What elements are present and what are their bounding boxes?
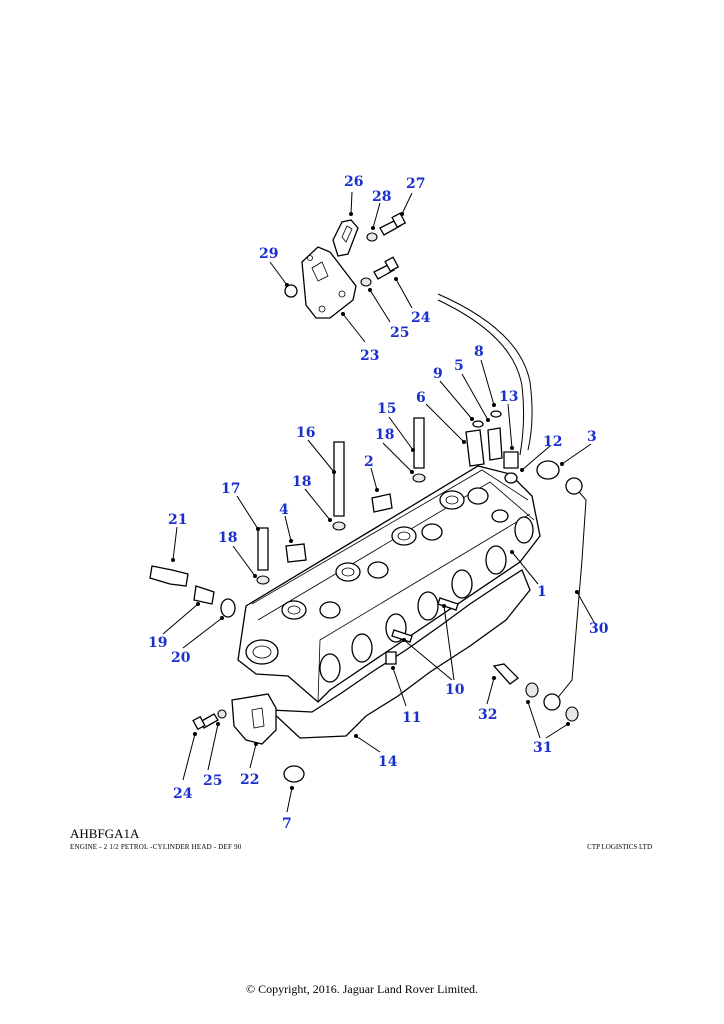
callout-7: 7 bbox=[282, 816, 292, 832]
washer-18-a bbox=[412, 473, 426, 483]
callout-28: 28 bbox=[372, 189, 391, 205]
callout-19: 19 bbox=[148, 635, 167, 651]
sensor-assembly bbox=[149, 565, 236, 618]
callout-17: 17 bbox=[221, 481, 240, 497]
washer-25-upper bbox=[360, 277, 372, 287]
bolt-15 bbox=[413, 417, 425, 469]
sender-6 bbox=[465, 429, 485, 467]
nut-29 bbox=[284, 284, 298, 298]
bolt-17 bbox=[257, 527, 269, 571]
callout-27: 27 bbox=[406, 176, 425, 192]
washer-28 bbox=[366, 232, 378, 242]
copyright-notice: © Copyright, 2016. Jaguar Land Rover Lim… bbox=[245, 982, 479, 996]
lifting-bracket-assembly bbox=[284, 212, 407, 319]
o-ring-9 bbox=[472, 420, 484, 428]
o-ring-8 bbox=[490, 410, 502, 418]
cylinder-head-1 bbox=[237, 465, 541, 703]
callout-18-a: 18 bbox=[375, 427, 394, 443]
callout-labels: 26 28 27 29 24 25 23 8 5 9 6 13 15 16 18… bbox=[148, 174, 609, 832]
bracket-23 bbox=[301, 246, 357, 319]
callout-9: 9 bbox=[433, 366, 443, 382]
callout-3: 3 bbox=[587, 429, 597, 445]
stud-10-a bbox=[437, 597, 459, 611]
stud-10-b bbox=[391, 629, 413, 643]
washer-18-b bbox=[332, 521, 346, 531]
callout-14: 14 bbox=[378, 754, 398, 770]
callout-21: 21 bbox=[168, 512, 187, 528]
washer-20 bbox=[220, 598, 236, 618]
callout-32: 32 bbox=[478, 707, 497, 723]
callout-18-b: 18 bbox=[292, 474, 311, 490]
callout-26: 26 bbox=[344, 174, 363, 190]
callout-31: 31 bbox=[533, 740, 552, 756]
callout-11: 11 bbox=[402, 710, 421, 726]
callout-24-lower: 24 bbox=[173, 786, 193, 802]
washer-25-lower bbox=[217, 709, 227, 719]
washer-31-a bbox=[525, 682, 539, 698]
callout-13: 13 bbox=[499, 389, 518, 405]
callout-30: 30 bbox=[589, 621, 609, 637]
plug-7 bbox=[283, 765, 305, 783]
washer-12 bbox=[504, 472, 518, 484]
diagram-caption: ENGINE - 2 1/2 PETROL -CYLINDER HEAD - D… bbox=[70, 843, 242, 851]
callout-23: 23 bbox=[360, 348, 379, 364]
callout-24-upper: 24 bbox=[411, 310, 431, 326]
valve-ports bbox=[281, 487, 509, 620]
callout-18-c: 18 bbox=[218, 530, 237, 546]
callout-2: 2 bbox=[364, 454, 374, 470]
bracket-22-assembly bbox=[192, 693, 277, 745]
callout-29: 29 bbox=[259, 246, 278, 262]
bracket-22 bbox=[231, 693, 277, 745]
callout-4: 4 bbox=[279, 502, 289, 518]
leader-lines bbox=[162, 191, 596, 813]
adaptor-19 bbox=[193, 585, 215, 605]
dowel-11 bbox=[385, 651, 397, 665]
bracket-26 bbox=[332, 219, 359, 257]
plug-13 bbox=[503, 451, 519, 469]
callout-25-upper: 25 bbox=[390, 325, 409, 341]
side-ports bbox=[245, 516, 534, 683]
plug-4 bbox=[285, 543, 307, 563]
washer-18-c bbox=[256, 575, 270, 585]
gasket-14 bbox=[268, 569, 531, 739]
callout-20: 20 bbox=[171, 650, 191, 666]
company-name: CTP LOGISTICS LTD bbox=[587, 843, 652, 851]
diagram-reference-code: AHBFGA1A bbox=[70, 826, 140, 841]
callout-25-lower: 25 bbox=[203, 773, 222, 789]
harness-line bbox=[437, 293, 533, 451]
small-parts bbox=[256, 410, 587, 783]
sender-5 bbox=[487, 427, 503, 461]
callout-12: 12 bbox=[543, 434, 562, 450]
callout-16: 16 bbox=[296, 425, 315, 441]
callout-8: 8 bbox=[474, 344, 484, 360]
bolt-32 bbox=[492, 663, 519, 685]
callout-5: 5 bbox=[454, 358, 464, 374]
cap-3 bbox=[536, 460, 560, 480]
plug-2 bbox=[371, 493, 393, 513]
bolt-16 bbox=[333, 441, 345, 517]
callout-15: 15 bbox=[377, 401, 396, 417]
callout-10: 10 bbox=[445, 682, 465, 698]
callout-1: 1 bbox=[537, 584, 547, 600]
callout-6: 6 bbox=[416, 390, 426, 406]
washer-31-b bbox=[565, 706, 579, 722]
pipe-30 bbox=[555, 485, 587, 701]
sensor-21 bbox=[149, 565, 189, 587]
callout-22: 22 bbox=[240, 772, 259, 788]
